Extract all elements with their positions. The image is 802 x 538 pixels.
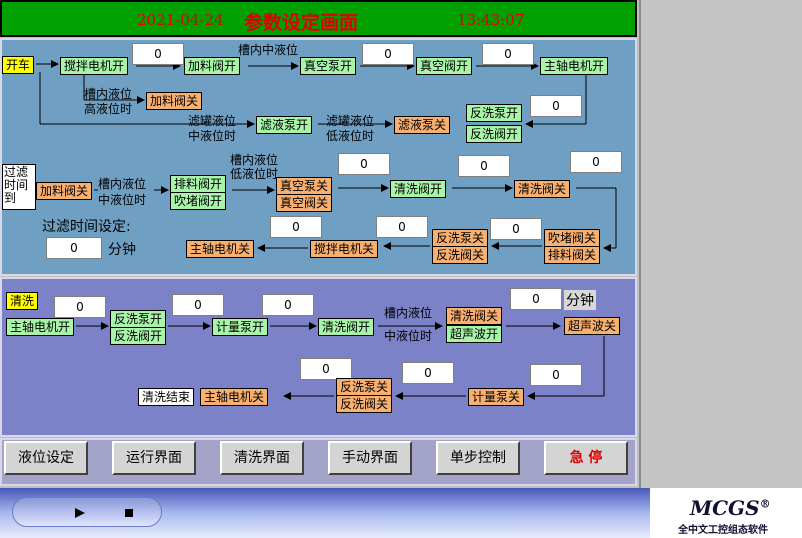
timer-6-input[interactable]: 0	[458, 155, 510, 177]
mid-level-when-3-label: 中液位时	[384, 329, 433, 343]
wash-end-box: 清洗结束	[138, 388, 195, 406]
backwash-pump-on-box: 反洗泵开	[466, 104, 523, 122]
spindle-off-box: 主轴电机关	[186, 240, 255, 258]
level-high-label: 高液位时	[84, 102, 133, 116]
title-bar: 2021-04-24 参数设定画面 13:43:07	[0, 0, 637, 37]
backwash-valve-off-box: 反洗阀关	[432, 246, 489, 264]
low-level-when-2-label: 低液位时	[230, 167, 279, 181]
date-display: 2021-04-24	[137, 11, 224, 29]
run-screen-button[interactable]: 运行界面	[112, 441, 196, 475]
brand-logo: MCGS®	[690, 496, 771, 520]
stop-icon[interactable]	[125, 509, 133, 517]
side-panel	[639, 0, 802, 488]
mid-level-when-2-label: 中液位时	[98, 193, 147, 207]
mixer-off-box: 搅拌电机关	[310, 240, 379, 258]
timer-2-input[interactable]: 0	[362, 43, 414, 65]
drain-valve-on-box: 排料阀开	[170, 175, 227, 193]
backwash-valve-on-2-box: 反洗阀开	[110, 327, 167, 345]
start-box: 开车	[2, 56, 35, 74]
timer-7-input[interactable]: 0	[570, 151, 622, 173]
button-panel	[0, 438, 637, 486]
meter-pump-off-box: 计量泵关	[468, 388, 525, 406]
drain-valve-off-box: 排料阀关	[544, 246, 601, 264]
wash-timer-5-input[interactable]: 0	[300, 358, 352, 380]
filter-time-input[interactable]: 0	[46, 237, 102, 259]
mixer-on-box: 搅拌电机开	[60, 57, 129, 75]
wash-unit-label: 分钟	[564, 290, 596, 310]
timer-1-input[interactable]: 0	[132, 43, 184, 65]
timer-3-input[interactable]: 0	[482, 43, 534, 65]
single-step-button[interactable]: 单步控制	[436, 441, 520, 475]
play-icon[interactable]	[75, 508, 85, 518]
wash-valve-on-box: 清洗阀开	[390, 180, 447, 198]
ultrasonic-off-box: 超声波关	[564, 317, 621, 335]
low-level-when-label: 低液位时	[326, 129, 375, 143]
filter-level-label-2: 滤罐液位	[326, 114, 375, 128]
blow-valve-on-box: 吹堵阀开	[170, 192, 227, 210]
vacuum-valve-off-box: 真空阀关	[276, 194, 333, 212]
spindle-on-2-box: 主轴电机开	[6, 318, 75, 336]
vacuum-valve-on-box: 真空阀开	[416, 57, 473, 75]
filter-time-label: 过滤时间设定:	[42, 219, 131, 235]
brand-reg: ®	[759, 497, 771, 511]
logo-area: MCGS® 全中文工控组态软件	[650, 488, 802, 538]
filter-pump-off-box: 滤液泵关	[394, 116, 451, 134]
spindle-off-2-box: 主轴电机关	[200, 388, 269, 406]
wash-timer-4-input[interactable]: 0	[510, 288, 562, 310]
time-display: 13:43:07	[457, 11, 525, 29]
brand-tagline: 全中文工控组态软件	[678, 525, 768, 536]
timer-9-input[interactable]: 0	[376, 216, 428, 238]
emergency-stop-button[interactable]: 急 停	[544, 441, 628, 475]
manual-screen-button[interactable]: 手动界面	[328, 441, 412, 475]
wash-valve-on-2-box: 清洗阀开	[318, 318, 375, 336]
feed-valve-off-2-box: 加料阀关	[36, 182, 93, 200]
brand-name: MCGS	[690, 496, 760, 520]
timer-4-input[interactable]: 0	[530, 95, 582, 117]
spindle-on-box: 主轴电机开	[540, 57, 609, 75]
filter-time-unit: 分钟	[108, 242, 136, 258]
wash-screen-button[interactable]: 清洗界面	[220, 441, 304, 475]
backwash-pump-on-2-box: 反洗泵开	[110, 310, 167, 328]
feed-valve-off-box: 加料阀关	[146, 92, 203, 110]
level-setting-button[interactable]: 液位设定	[4, 441, 88, 475]
backwash-pump-off-2-box: 反洗泵关	[336, 378, 393, 396]
backwash-valve-on-box: 反洗阀开	[466, 125, 523, 143]
page-title: 参数设定画面	[244, 12, 359, 34]
vacuum-pump-off-box: 真空泵关	[276, 177, 333, 195]
mid-level-when-label: 中液位时	[188, 129, 237, 143]
ultrasonic-on-box: 超声波开	[446, 325, 503, 343]
level-inner-2-label: 槽内液位	[98, 177, 147, 191]
level-inner-4-label: 槽内液位	[384, 306, 433, 320]
wash-timer-3-input[interactable]: 0	[262, 294, 314, 316]
wash-timer-6-input[interactable]: 0	[402, 362, 454, 384]
wash-start-box: 清洗	[6, 292, 39, 310]
wash-timer-7-input[interactable]: 0	[530, 364, 582, 386]
level-inner-3-label: 槽内液位	[230, 153, 279, 167]
timer-8-input[interactable]: 0	[270, 216, 322, 238]
wash-valve-off-2-box: 清洗阀关	[446, 307, 503, 325]
feed-valve-on-box: 加料阀开	[184, 57, 241, 75]
level-inner-label: 槽内液位	[84, 87, 133, 101]
meter-pump-on-box: 计量泵开	[212, 318, 269, 336]
vacuum-pump-on-box: 真空泵开	[300, 57, 357, 75]
backwash-valve-off-2-box: 反洗阀关	[336, 395, 393, 413]
filter-time-reached-box: 过滤时间到	[2, 164, 36, 210]
filter-time-reached-text: 过滤时间到	[4, 165, 29, 205]
filter-pump-on-box: 滤液泵开	[256, 116, 313, 134]
wash-valve-off-box: 清洗阀关	[514, 180, 571, 198]
filter-level-label: 滤罐液位	[188, 114, 237, 128]
backwash-pump-off-box: 反洗泵关	[432, 229, 489, 247]
blow-valve-off-box: 吹堵阀关	[544, 229, 601, 247]
wash-timer-1-input[interactable]: 0	[54, 296, 106, 318]
playback-control	[12, 497, 162, 527]
level-mid-label: 槽内中液位	[238, 43, 299, 57]
timer-10-input[interactable]: 0	[490, 218, 542, 240]
wash-timer-2-input[interactable]: 0	[172, 294, 224, 316]
timer-5-input[interactable]: 0	[338, 153, 390, 175]
